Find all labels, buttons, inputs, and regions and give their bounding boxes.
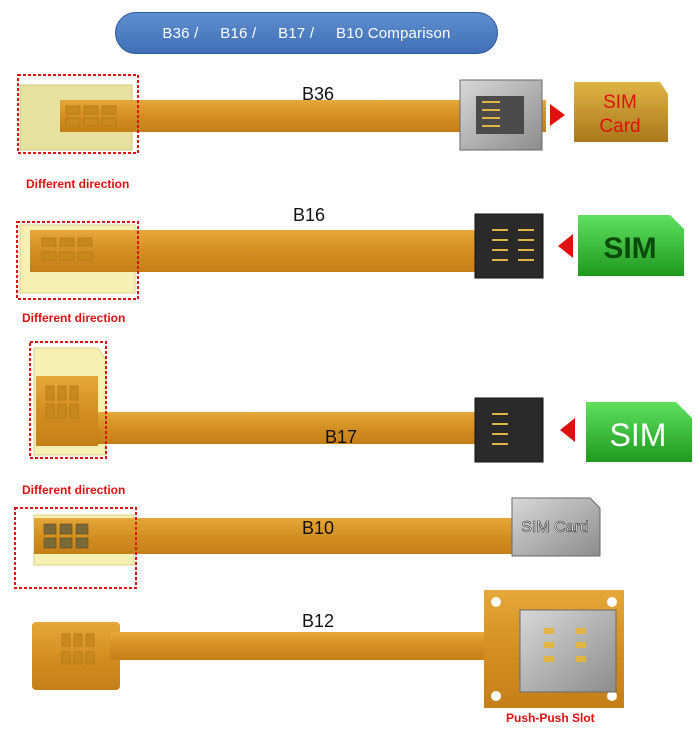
sim-card-green (586, 402, 692, 462)
model-label-b10: B10 (302, 518, 335, 538)
direction-note-b16: Different direction (22, 311, 126, 325)
sim-card-green (578, 215, 684, 276)
highlight-box (29, 341, 107, 459)
model-label-b16: B16 (293, 205, 326, 225)
direction-note-b36: Different direction (26, 177, 130, 191)
model-label-b17: B17 (325, 427, 358, 447)
flex-ribbon (110, 632, 490, 660)
contact-pads (43, 523, 89, 549)
cable-b10 (14, 497, 601, 589)
push-push-slot (519, 609, 617, 693)
insert-arrow-icon (560, 418, 575, 442)
contact-pads (61, 633, 95, 665)
sim-card-tag: SIM (603, 232, 656, 265)
cable-b16 (16, 213, 684, 300)
sim-card-slot (511, 497, 601, 557)
title-part-b36: B36 / (162, 24, 199, 42)
cable-b36 (17, 74, 668, 154)
model-label-b36: B36 (302, 84, 335, 104)
cable-b12 (32, 590, 624, 708)
comparison-title-banner: B36 / B16 / B17 / B10 Comparison (115, 12, 498, 54)
sim-slot-label: SIM Card (521, 519, 589, 536)
contact-pads (45, 385, 79, 419)
sim-slot-connector (474, 397, 544, 463)
push-push-slot-note: Push-Push Slot (506, 711, 595, 725)
title-part-b17: B17 / (278, 24, 315, 42)
cable-b17 (29, 341, 692, 463)
insert-arrow-icon (558, 234, 573, 258)
flex-ribbon (98, 412, 538, 444)
highlight-box (17, 74, 139, 154)
sim-slot-connector (474, 213, 544, 279)
title-part-b10: B10 Comparison (336, 24, 451, 42)
direction-note-b17: Different direction (22, 483, 126, 497)
sim-card-tag-line1: SIM (603, 92, 637, 113)
title-part-b16: B16 / (220, 24, 257, 42)
contact-pads (41, 237, 93, 261)
flex-ribbon (34, 518, 514, 554)
insert-arrow-icon (550, 104, 565, 126)
flex-ribbon (30, 230, 475, 272)
highlight-box (14, 507, 137, 589)
model-label-b12: B12 (302, 611, 335, 631)
highlight-box (16, 221, 139, 300)
sim-card-tag-line2: Card (599, 116, 640, 137)
sim-card-tag: SIM (610, 417, 667, 453)
sim-card-gold (574, 82, 668, 142)
contact-pads (65, 105, 117, 127)
